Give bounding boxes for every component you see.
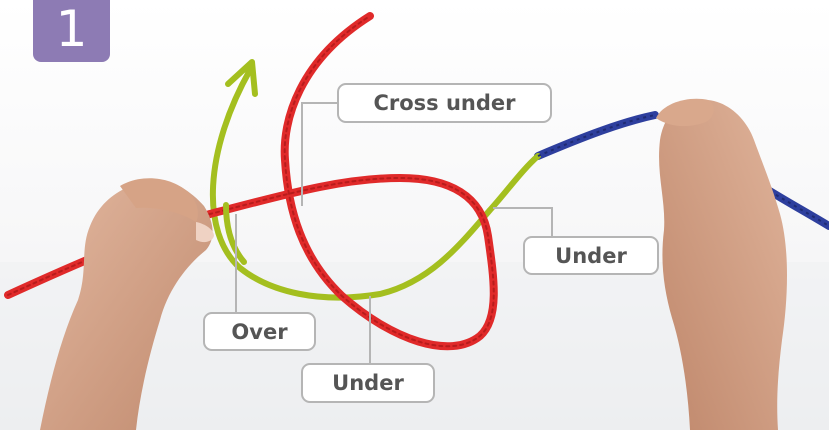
- arrow-head-icon: [225, 59, 258, 97]
- callout-under-bottom: Under: [301, 363, 435, 403]
- callout-cross-under-label: Cross under: [373, 91, 516, 115]
- callout-cross-under: Cross under: [337, 83, 552, 123]
- right-hand: [656, 98, 787, 430]
- callout-under-right: Under: [523, 236, 659, 275]
- left-hand: [40, 178, 214, 430]
- step-number-badge: 1: [33, 0, 110, 62]
- rope-texture: [7, 15, 495, 348]
- callout-under-right-label: Under: [555, 243, 627, 268]
- callout-under-bottom-label: Under: [332, 371, 404, 395]
- leader-cross-under: [301, 102, 337, 206]
- callout-over-label: Over: [231, 319, 288, 344]
- path-arrow-over-segment: [223, 202, 247, 265]
- callout-over: Over: [203, 312, 316, 351]
